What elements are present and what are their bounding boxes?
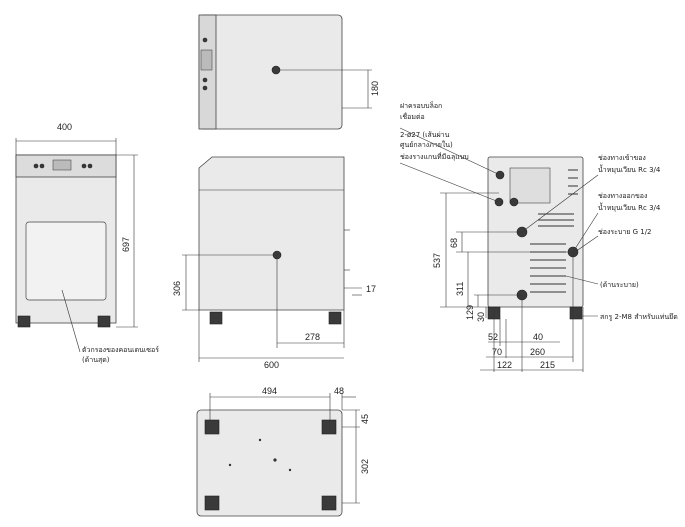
top-view: [198, 14, 372, 130]
side-view: [182, 156, 362, 362]
dim-bottom-48: 48: [334, 386, 344, 396]
dim-rear-311: 311: [455, 282, 465, 296]
dim-side-306: 306: [172, 281, 182, 296]
outlet-label-2: น้ำหมุนเวียน Rc 3/4: [598, 201, 661, 212]
holes-label-1: 2-ø27 (เส้นผ่าน: [400, 131, 450, 139]
dim-side-17: 17: [366, 284, 376, 294]
dim-rear-122: 122: [497, 360, 512, 370]
dim-bottom-494: 494: [262, 386, 277, 396]
dim-rear-52: 52: [488, 332, 498, 342]
dim-front-697: 697: [121, 237, 131, 252]
dim-top-180: 180: [370, 81, 380, 96]
dim-rear-215: 215: [540, 360, 555, 370]
inlet-label-1: ช่องทางเข้าของ: [598, 154, 646, 162]
front-view: [15, 138, 138, 353]
dim-rear-40: 40: [533, 332, 543, 342]
blind-cover-label-1: ฝาครอบบล็อก: [400, 101, 442, 110]
dim-side-278: 278: [305, 332, 320, 342]
holes-label-2: ศูนย์กลางภายใน): [400, 140, 453, 149]
dim-bottom-45: 45: [360, 414, 370, 424]
rear-view: [399, 127, 599, 372]
drain-side-label: (ด้านระบาย): [600, 281, 639, 289]
dim-rear-30: 30: [476, 312, 486, 322]
dim-rear-68: 68: [449, 238, 459, 248]
inlet-label-2: น้ำหมุนเวียน Rc 3/4: [598, 163, 661, 174]
filter-cover-label-2: (ด้านสุด): [82, 356, 110, 364]
bottom-view: [196, 393, 360, 517]
drain-label: ช่องระบาย G 1/2: [598, 228, 652, 236]
dim-side-600: 600: [264, 360, 279, 370]
outlet-label-1: ช่องทางออกของ: [598, 192, 647, 200]
filter-cover-label-1: ตัวกรองของคอนเดนเซอร์: [82, 346, 159, 354]
dim-rear-70: 70: [492, 347, 502, 357]
dim-front-400: 400: [57, 122, 72, 132]
dim-bottom-302: 302: [360, 459, 370, 474]
blind-cover-label-2: เชื่อมต่อ: [400, 112, 425, 121]
rear-vents-top: [538, 169, 578, 227]
dim-rear-129: 129: [465, 305, 475, 320]
bolt-label: สกรู 2-M8 สำหรับแท่นยึด: [600, 312, 678, 321]
holes-label-3: ช่องรางแกนที่มีฉลุแบบ: [400, 152, 469, 161]
dim-rear-260: 260: [530, 347, 545, 357]
dim-rear-537: 537: [432, 253, 442, 268]
